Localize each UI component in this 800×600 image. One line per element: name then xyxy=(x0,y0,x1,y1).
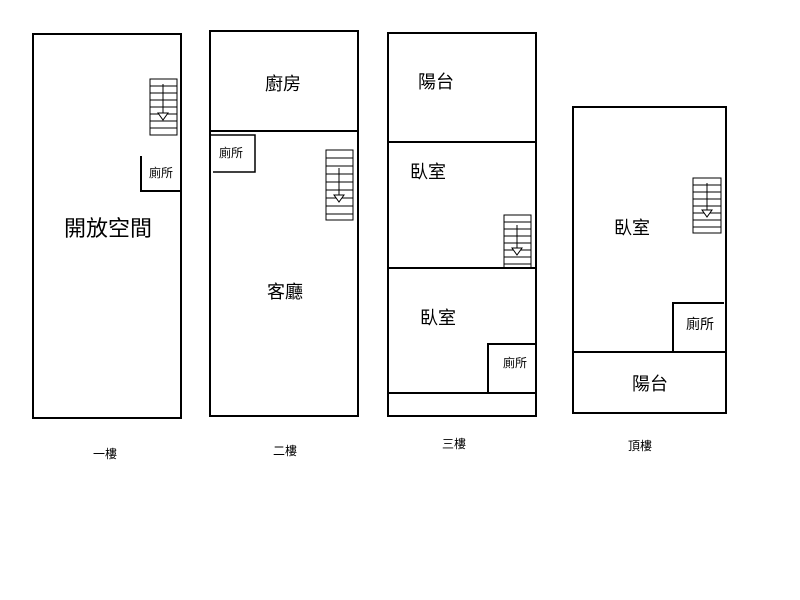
floor-2-wc-wall xyxy=(210,134,256,173)
floor-2-plan: 廚房 廁所 客廳 二樓 xyxy=(209,30,359,458)
floor-caption-3: 三樓 xyxy=(442,436,466,451)
floor-caption-1: 一樓 xyxy=(93,446,117,461)
floor-3-stairs-icon xyxy=(503,214,532,269)
room-label-balcony: 陽台 xyxy=(632,374,668,395)
floor-caption-roof: 頂樓 xyxy=(628,438,652,453)
room-label-balcony: 陽台 xyxy=(418,72,454,93)
floor-roof-stairs-icon xyxy=(692,177,722,234)
room-label-kitchen: 廚房 xyxy=(265,73,301,95)
floor-1-wc-wall xyxy=(140,156,181,192)
room-label-bedroom-upper: 臥室 xyxy=(410,162,446,183)
floor-3-outline xyxy=(387,32,537,417)
floor-2-outline xyxy=(209,30,359,417)
room-label-wc: 廁所 xyxy=(503,355,527,370)
room-label-living: 客廳 xyxy=(267,282,303,303)
floor-roof-outline xyxy=(572,106,727,414)
floor-1-plan: 開放空間 廁所 一樓 xyxy=(32,33,182,461)
room-label-bedroom: 臥室 xyxy=(614,218,650,239)
floor-roof-plan: 臥室 廁所 陽台 頂樓 xyxy=(572,106,727,453)
floor-roof-wc-wall xyxy=(672,302,724,352)
room-label-open-space: 開放空間 xyxy=(64,217,152,242)
floor-2-stairs-icon xyxy=(325,149,354,221)
floor-3-plan: 陽台 臥室 臥室 廁所 三樓 xyxy=(387,32,537,451)
floor-caption-2: 二樓 xyxy=(273,443,297,458)
floor-3-wc-wall xyxy=(487,343,536,393)
floor-1-outline xyxy=(32,33,182,419)
room-label-wc: 廁所 xyxy=(149,165,173,180)
room-label-wc: 廁所 xyxy=(219,145,243,160)
floor-1-stairs-icon xyxy=(149,78,178,136)
room-label-wc: 廁所 xyxy=(686,316,714,333)
room-label-bedroom-lower: 臥室 xyxy=(420,308,456,329)
